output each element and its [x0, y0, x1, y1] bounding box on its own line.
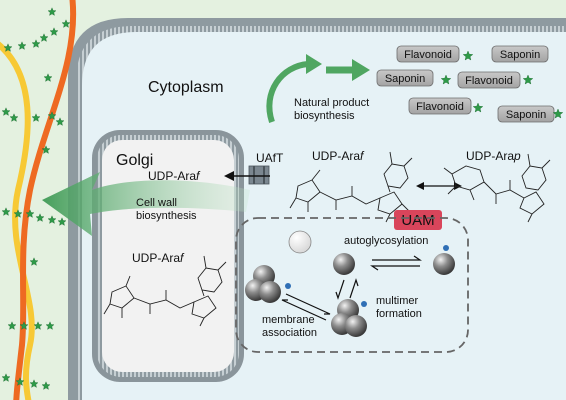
star-icon	[522, 74, 534, 85]
svg-text:Flavonoid: Flavonoid	[404, 49, 452, 61]
star-icon	[440, 74, 452, 85]
svg-text:UAM: UAM	[401, 212, 434, 229]
star-icon	[47, 111, 57, 120]
star-icon	[15, 377, 25, 386]
membrane-association-arrows	[281, 293, 331, 321]
star-icon	[25, 209, 35, 218]
product-saponin-1: Saponin	[491, 45, 549, 63]
star-icon	[33, 321, 43, 330]
star-icon	[57, 217, 67, 226]
star-icon	[1, 207, 11, 216]
star-icon	[61, 19, 71, 28]
uaft-transport-arrow	[224, 171, 270, 181]
cell-wall-label-line2: biosynthesis	[136, 210, 197, 222]
monomer-glycosylated	[433, 253, 455, 275]
mutase-equilibrium-arrow	[416, 182, 462, 190]
star-icon	[43, 73, 53, 82]
star-icon	[49, 27, 59, 36]
star-icon	[17, 41, 27, 50]
svg-text:Flavonoid: Flavonoid	[465, 75, 513, 87]
multimer-formation-arrows	[335, 278, 359, 300]
star-icon	[462, 50, 474, 61]
cell-wall-stars	[1, 7, 71, 390]
star-icon	[41, 145, 51, 154]
multimer-membrane	[245, 265, 291, 303]
product-saponin-3: Saponin	[497, 105, 555, 123]
udp-arap-structure	[443, 153, 551, 223]
star-icon	[31, 39, 41, 48]
udp-araf-structure-cytoplasm	[289, 151, 413, 223]
svg-text:Saponin: Saponin	[500, 49, 540, 61]
uam-complex-region	[235, 217, 469, 353]
autoglycosylation-arrows	[370, 255, 422, 271]
udp-arap-label: UDP-Arap	[466, 149, 521, 163]
star-icon	[19, 321, 29, 330]
star-icon	[39, 33, 49, 42]
star-icon	[47, 7, 57, 16]
cell-wall-biosynthesis-arrow	[42, 172, 250, 236]
product-flavonoid-1: Flavonoid	[396, 45, 460, 63]
cytoplasm-label: Cytoplasm	[148, 79, 224, 96]
star-icon	[29, 257, 39, 266]
yellow-fiber	[0, 41, 35, 400]
multimer-label-line1: multimer	[376, 295, 419, 307]
star-icon	[41, 381, 51, 390]
natural-product-label-line1: Natural product	[294, 97, 369, 109]
uaft-label: UAfT	[256, 151, 284, 165]
membrane-label-line1: membrane	[262, 314, 315, 326]
product-flavonoid-2: Flavonoid	[457, 71, 521, 89]
uam-badge: UAM	[394, 210, 442, 230]
star-icon	[7, 321, 17, 330]
star-icon	[9, 113, 19, 122]
star-icon	[29, 379, 39, 388]
product-flavonoid-3: Flavonoid	[408, 97, 472, 115]
natural-product-arrows	[266, 54, 370, 123]
svg-text:Flavonoid: Flavonoid	[416, 101, 464, 113]
multimer-cytoplasm	[331, 299, 367, 337]
star-icon	[3, 43, 13, 52]
uam-states	[245, 230, 455, 337]
udp-araf-golgi-label: UDP-Araf	[148, 169, 201, 183]
star-icon	[35, 213, 45, 222]
star-icon	[552, 108, 564, 119]
membrane-label-line2: association	[262, 327, 317, 339]
natural-products: Flavonoid Saponin Saponin Flavonoid Flav…	[376, 45, 555, 123]
autoglycosylation-label: autoglycosylation	[344, 235, 428, 247]
svg-text:Saponin: Saponin	[506, 109, 546, 121]
udp-araf-structure-golgi	[103, 255, 227, 327]
star-icon	[1, 373, 11, 382]
monomer-unbound	[288, 230, 312, 254]
udp-araf-golgi-inner-label: UDP-Araf	[132, 251, 185, 265]
star-icon	[1, 107, 11, 116]
product-saponin-2: Saponin	[376, 69, 434, 87]
star-icon	[31, 113, 41, 122]
star-icon	[13, 209, 23, 218]
product-stars	[440, 50, 564, 119]
natural-product-label-line2: biosynthesis	[294, 110, 355, 122]
monomer-center	[333, 253, 355, 275]
star-icon	[55, 117, 65, 126]
svg-text:Saponin: Saponin	[385, 73, 425, 85]
cell-wall-label-line1: Cell wall	[136, 197, 177, 209]
star-icon	[47, 215, 57, 224]
star-icon	[45, 321, 55, 330]
uaft-transporter	[248, 165, 270, 185]
udp-araf-cytoplasm-label: UDP-Araf	[312, 149, 365, 163]
star-icon	[472, 102, 484, 113]
golgi-label: Golgi	[116, 152, 153, 169]
orange-fiber	[13, 0, 77, 400]
multimer-label-line2: formation	[376, 308, 422, 320]
